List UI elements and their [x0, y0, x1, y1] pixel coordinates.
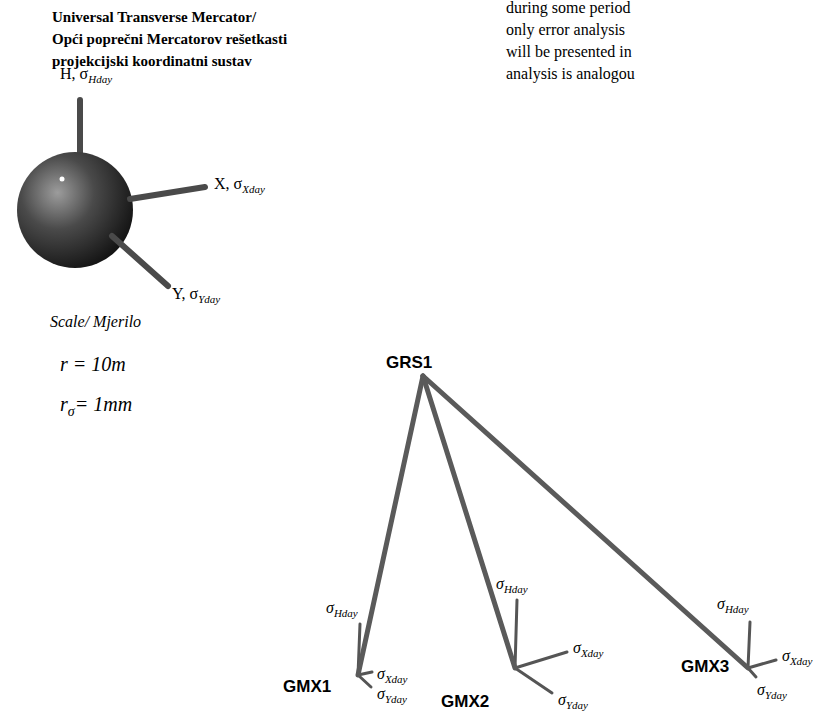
sigma-label: σ [782, 647, 790, 664]
sigma-label-group: σYday [757, 680, 787, 701]
axis-label-group: H, σHday [60, 64, 112, 85]
body-text-group: only error analysis [506, 19, 625, 41]
subscript-text: Hday [504, 583, 528, 595]
node-text: GMX3 [681, 657, 729, 676]
station-label: GMX2 [440, 692, 490, 712]
scale-heading: Scale/ Mjerilo [50, 313, 141, 330]
title-text: Universal Transverse Mercator/ [52, 6, 256, 28]
body-text-group: will be presented in [506, 41, 632, 63]
axis-label: Y, σ [172, 285, 198, 302]
sigma-label: σ [717, 595, 725, 612]
scale-value-group: r = 10m [60, 352, 126, 376]
sigma-label-group: σYday [558, 690, 588, 711]
scale-value: = 1mm [75, 393, 132, 415]
sigma-label: σ [573, 639, 581, 656]
sigma-label: σ [326, 599, 334, 616]
station-axes [358, 600, 776, 693]
sigma-label: σ [377, 665, 385, 682]
station-label: GMX3 [680, 657, 730, 677]
body-text: during some period [506, 0, 630, 16]
node-text: GRS1 [386, 353, 432, 372]
sigma-label-group: σHday [326, 598, 358, 619]
sigma-label: σ [558, 691, 566, 708]
subtitle-text: Opći poprečni Mercatorov rešetkasti proj… [52, 31, 287, 69]
subscript-text: Xday [790, 655, 813, 667]
sigma-label-group: σHday [717, 594, 749, 615]
body-text: will be presented in [506, 43, 632, 60]
sigma-label-group: σXday [782, 646, 813, 667]
sigma-label-group: σXday [573, 638, 604, 659]
sigma-label-group: σHday [496, 574, 528, 595]
scale-value-group: rσ= 1mm [60, 392, 132, 419]
subscript-text: Yday [566, 699, 588, 711]
axis-label: X, σ [214, 175, 242, 192]
scale-value: r = 10m [60, 353, 126, 375]
axis-label: H, σ [60, 65, 88, 82]
subscript-text: Yday [765, 689, 787, 701]
sigma-label: σ [757, 681, 765, 698]
scale-value: r [60, 393, 68, 415]
subscript-text: Xday [581, 647, 604, 659]
station-label: GRS1 [385, 353, 433, 373]
baseline-line [358, 376, 423, 675]
scale-heading-group: Scale/ Mjerilo [50, 312, 141, 332]
subscript-text: Hday [88, 73, 112, 85]
subscript-text: Yday [198, 293, 220, 305]
axis-sticks-front [112, 187, 205, 286]
baseline-line [423, 376, 748, 668]
sigma-label: σ [496, 575, 504, 592]
body-text: only error analysis [506, 21, 625, 38]
subscript-text: Xday [385, 673, 408, 685]
subscript-text: Xday [242, 183, 265, 195]
subscript-text: σ [68, 404, 75, 419]
node-text: GMX1 [283, 677, 331, 696]
body-text: analysis is analogou [506, 65, 635, 82]
sphere-highlight [60, 177, 65, 182]
axis-sticks [77, 100, 83, 155]
subtitle-text-group: Opći poprečni Mercatorov rešetkasti proj… [52, 28, 337, 72]
sigma-label: σ [377, 685, 385, 702]
body-text-group: analysis is analogou [506, 63, 635, 85]
subscript-text: Hday [725, 603, 749, 615]
node-text: GMX2 [441, 692, 489, 711]
subscript-text: Hday [334, 607, 358, 619]
axis-label-group: Y, σYday [172, 284, 220, 305]
sigma-label-group: σYday [377, 684, 407, 705]
station-label: GMX1 [282, 677, 332, 697]
body-text-group: during some period [506, 0, 630, 19]
axis-label-group: X, σXday [214, 174, 265, 195]
sphere [17, 152, 133, 268]
subscript-text: Yday [385, 693, 407, 705]
sigma-label-group: σXday [377, 664, 408, 685]
